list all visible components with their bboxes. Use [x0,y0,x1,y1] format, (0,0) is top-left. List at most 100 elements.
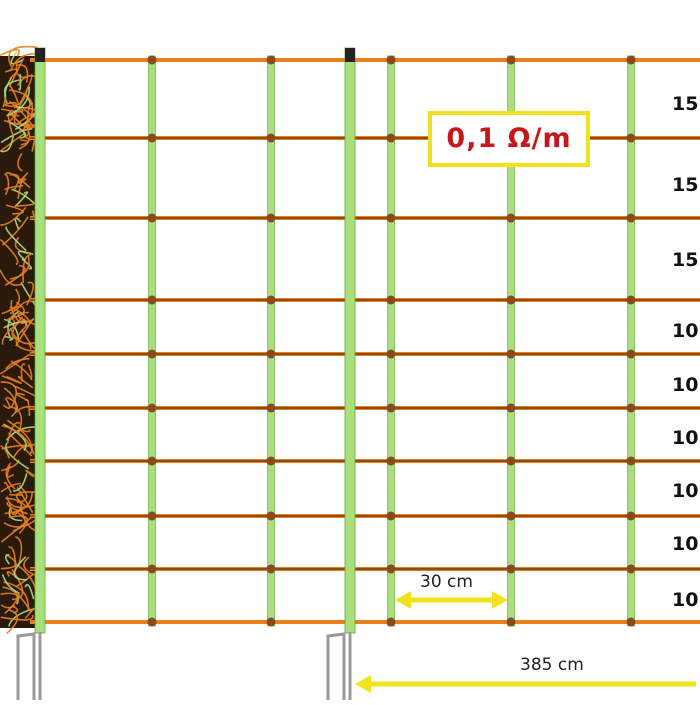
roll-strand [9,493,24,496]
roll-strand [4,264,26,286]
roll-strand [7,432,33,457]
row-spacing-label: 10 [672,480,699,502]
wire-knot [266,617,276,627]
roll-strand [0,238,19,266]
roll-strand [13,556,28,581]
roll-strand [17,250,34,261]
roll-strand [5,357,30,370]
fence-posts [16,47,356,700]
roll-strand [0,128,33,144]
roll-strand [10,51,23,65]
row-spacing-label: 10 [672,320,699,342]
roll-strand [0,108,24,113]
wire-knot [386,511,396,521]
roll-strand [15,324,36,353]
wire-knot [626,456,636,466]
roll-strand [1,424,35,455]
wire-knot [506,456,516,466]
roll-strand [24,607,36,619]
roll-strand [6,86,31,117]
roll-strand [3,79,20,97]
wire-knot [626,564,636,574]
roll-strand [9,121,27,139]
roll-strand [17,177,26,200]
dimension-arrows [355,591,696,693]
roll-strand [8,57,25,88]
roll-strand [10,360,33,381]
wire-knot [266,511,276,521]
roll-strand [12,443,35,459]
wire-knot [147,213,157,223]
roll-strand [0,459,20,472]
wire-core [30,460,700,462]
row-spacing-label: 15 [672,249,699,271]
roll-strand [20,363,26,382]
roll-strand [4,554,11,565]
wire-knot [626,511,636,521]
wire-knot [386,564,396,574]
roll-strand [5,225,27,252]
wire-knot [506,564,516,574]
post-cap [35,48,45,62]
roll-strand [25,469,37,478]
roll-strand [3,101,17,109]
fence-post [344,47,356,634]
roll-strand [9,111,36,129]
wire-knot [626,295,636,305]
roll-strand [0,135,14,153]
roll-strand [7,311,20,339]
wire-knot [626,403,636,413]
rolled-netting [0,45,40,634]
wire-knot [386,349,396,359]
wire-knot [506,55,516,65]
roll-strand [8,83,20,105]
wire-core [30,299,700,301]
wire-knot [147,511,157,521]
roll-strand [1,574,19,594]
wire-knot [147,617,157,627]
wire-knot [147,349,157,359]
roll-strand [14,535,23,565]
resistance-label-box: 0,1 Ω/m [428,111,590,167]
ground-spike [16,632,36,700]
wire-knot [266,403,276,413]
wire-knot [266,349,276,359]
roll-strand [0,269,23,287]
wire-knot [147,456,157,466]
roll-strand [5,497,23,516]
wire-knot [147,564,157,574]
wire-knot [266,133,276,143]
roll-strand [9,173,20,191]
wire-core [30,407,700,409]
roll-strand [5,462,16,490]
wire-knot [386,295,396,305]
post-spacing-arrow-head-right [492,591,508,609]
roll-strand [8,546,17,571]
wire-knot [506,349,516,359]
horizontal-wire [30,58,700,62]
wire-knot [266,295,276,305]
wire-knot [386,403,396,413]
wire-knot [147,403,157,413]
roll-strand [0,592,18,615]
roll-strand [6,421,21,444]
wire-knot [147,55,157,65]
roll-strand [9,256,30,280]
roll-strand [15,591,20,605]
wire-core [30,568,700,570]
roll-strand [1,375,22,385]
roll-strand [8,301,25,320]
roll-strand [1,318,26,345]
roll-strand [4,335,14,341]
wire-core [30,353,700,355]
roll-strand [20,139,29,146]
wire-knot [266,55,276,65]
fence-post [34,47,46,634]
total-length-label: 385 cm [520,655,584,675]
roll-strand [8,515,29,535]
roll-strand [22,253,32,284]
post-spacing-arrow-head-left [395,591,411,609]
wire-knot [626,617,636,627]
wire-knot [506,511,516,521]
